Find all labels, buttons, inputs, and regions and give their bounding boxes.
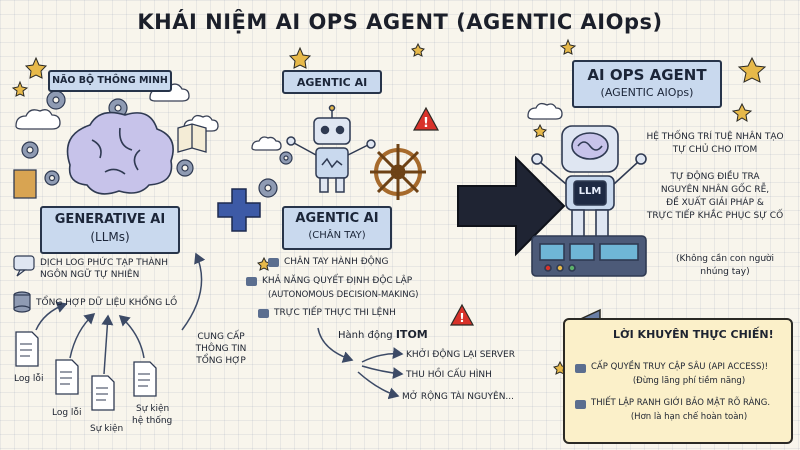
actions-title: Hành động ITOM — [338, 328, 428, 341]
document-icon — [15, 331, 39, 367]
agentic-ai-top-box: AGENTIC AI — [282, 70, 382, 94]
database-icon — [13, 291, 31, 313]
aiops-desc-1b: TỰ CHỦ CHO ITOM — [672, 145, 758, 155]
aiops-agent-box: AI OPS AGENT (AGENTIC AIOps) — [572, 60, 722, 108]
action-item: KHỞI ĐỘNG LẠI SERVER — [406, 350, 515, 360]
supply-line-3: TỔNG HỢP — [196, 356, 246, 366]
generative-ai-subtitle: (LLMs) — [90, 229, 130, 244]
cloud-icon — [251, 136, 282, 151]
document-icon — [55, 359, 79, 395]
aiops-note-b: nhúng tay) — [700, 267, 750, 277]
document-label: Sự kiện — [90, 424, 124, 434]
generative-point-2: TỔNG HỢP DỮ LIỆU KHỔNG LỒ — [36, 298, 178, 308]
agentic-robot-illustration — [286, 104, 376, 193]
steering-wheel-icon — [370, 144, 426, 200]
aiops-desc-2b: NGUYÊN NHÂN GỐC RỄ, — [660, 185, 770, 195]
document-icon — [133, 361, 157, 397]
advice-tip-1-note: (Đừng lãng phí tiềm năng) — [632, 376, 746, 386]
gear-icon — [46, 90, 66, 110]
bullet-icon — [575, 364, 586, 373]
aiops-desc-1a: HỆ THỐNG TRÍ TUỆ NHÂN TẠO — [646, 132, 784, 142]
generative-ai-box: GENERATIVE AI (LLMs) — [40, 206, 180, 254]
page-title: KHÁI NIỆM AI OPS AGENT (AGENTIC AIOps) — [137, 10, 663, 34]
document-label: Log lỗi — [14, 374, 44, 384]
bullet-icon — [258, 309, 269, 318]
advice-tip-1: CẤP QUYỀN TRUY CẬP SÂU (API ACCESS)! — [591, 362, 769, 372]
document-label: Sự kiện — [136, 404, 170, 414]
chat-icon — [13, 255, 35, 277]
plus-icon — [217, 188, 261, 232]
generative-ai-title: GENERATIVE AI — [54, 212, 166, 227]
aiops-desc-2d: TRỰC TIẾP KHẮC PHỤC SỰ CỐ — [646, 211, 784, 221]
actions-title-strong: ITOM — [395, 328, 428, 341]
advice-tip-2: THIẾT LẬP RANH GIỚI BẢO MẬT RÕ RÀNG. — [591, 398, 771, 408]
advice-tip-2-note: (Hơn là hạn chế hoàn toàn) — [630, 412, 748, 422]
document-label: hệ thống — [132, 416, 173, 426]
gear-icon — [44, 170, 60, 186]
gear-icon — [258, 178, 278, 198]
bullet-icon — [268, 258, 279, 267]
agentic-point-3: TRỰC TIẾP THỰC THI LỆNH — [274, 308, 396, 318]
agentic-ai-subtitle: (CHÂN TAY) — [308, 229, 366, 241]
gear-icon — [176, 159, 194, 177]
brain-label-box: NÃO BỘ THÔNG MINH — [48, 70, 172, 92]
advice-panel: LỜI KHUYÊN THỰC CHIẾN! CẤP QUYỀN TRUY CẬ… — [563, 318, 793, 444]
star-icon — [11, 80, 29, 97]
document-icon — [91, 375, 115, 411]
bullet-icon — [246, 277, 257, 286]
star-icon — [559, 38, 577, 55]
star-icon — [533, 123, 547, 138]
agentic-ai-box: AGENTIC AI (CHÂN TAY) — [282, 206, 392, 250]
advice-title: LỜI KHUYÊN THỰC CHIẾN! — [613, 328, 774, 341]
agentic-point-2: KHẢ NĂNG QUYẾT ĐỊNH ĐỘC LẬP — [262, 276, 413, 286]
action-item: MỞ RỘNG TÀI NGUYÊN... — [402, 392, 515, 402]
robot-llm-label: LLM — [578, 186, 602, 197]
bullet-icon — [575, 400, 586, 409]
agentic-point-2-note: (AUTONOMOUS DECISION-MAKING) — [268, 290, 419, 300]
aiops-robot-illustration — [531, 125, 647, 277]
generative-point-1b: NGÔN NGỮ TỰ NHIÊN — [40, 270, 140, 280]
aiops-desc-2c: ĐỀ XUẤT GIẢI PHÁP & — [666, 198, 764, 208]
warning-icon: ! — [449, 303, 475, 326]
star-icon — [731, 102, 753, 122]
brain-illustration — [66, 111, 174, 195]
aiops-desc-2a: TỰ ĐỘNG ĐIỀU TRA — [670, 172, 760, 182]
gear-icon — [279, 151, 293, 165]
cloud-icon — [15, 109, 61, 130]
actions-title-prefix: Hành động — [338, 330, 396, 341]
document-label: Log lỗi — [52, 408, 82, 418]
cloud-icon — [527, 102, 563, 120]
star-icon — [24, 56, 48, 79]
gear-icon — [21, 141, 39, 159]
warning-icon: ! — [412, 106, 440, 131]
agentic-point-1: CHÂN TAY HÀNH ĐỘNG — [284, 257, 389, 267]
aiops-note-a: (Không cần con người — [675, 254, 775, 264]
brain-label: NÃO BỘ THÔNG MINH — [52, 75, 168, 86]
star-icon — [411, 42, 425, 57]
book-icon — [13, 169, 37, 199]
aiops-subtitle: (AGENTIC AIOps) — [600, 86, 694, 100]
generative-point-1a: DỊCH LOG PHỨC TẠP THÀNH — [40, 258, 169, 268]
svg-text:!: ! — [459, 311, 464, 325]
agentic-ai-top-label: AGENTIC AI — [296, 76, 368, 89]
star-icon — [737, 56, 767, 83]
action-item: THU HỒI CẤU HÌNH — [406, 370, 492, 380]
star-icon — [288, 46, 312, 69]
supply-line-2: THÔNG TIN — [195, 344, 247, 354]
supply-line-1: CUNG CẤP — [197, 332, 245, 342]
big-right-arrow-icon — [457, 155, 566, 257]
agentic-ai-title: AGENTIC AI — [295, 211, 379, 226]
svg-text:!: ! — [423, 116, 429, 131]
aiops-title: AI OPS AGENT — [587, 66, 707, 84]
